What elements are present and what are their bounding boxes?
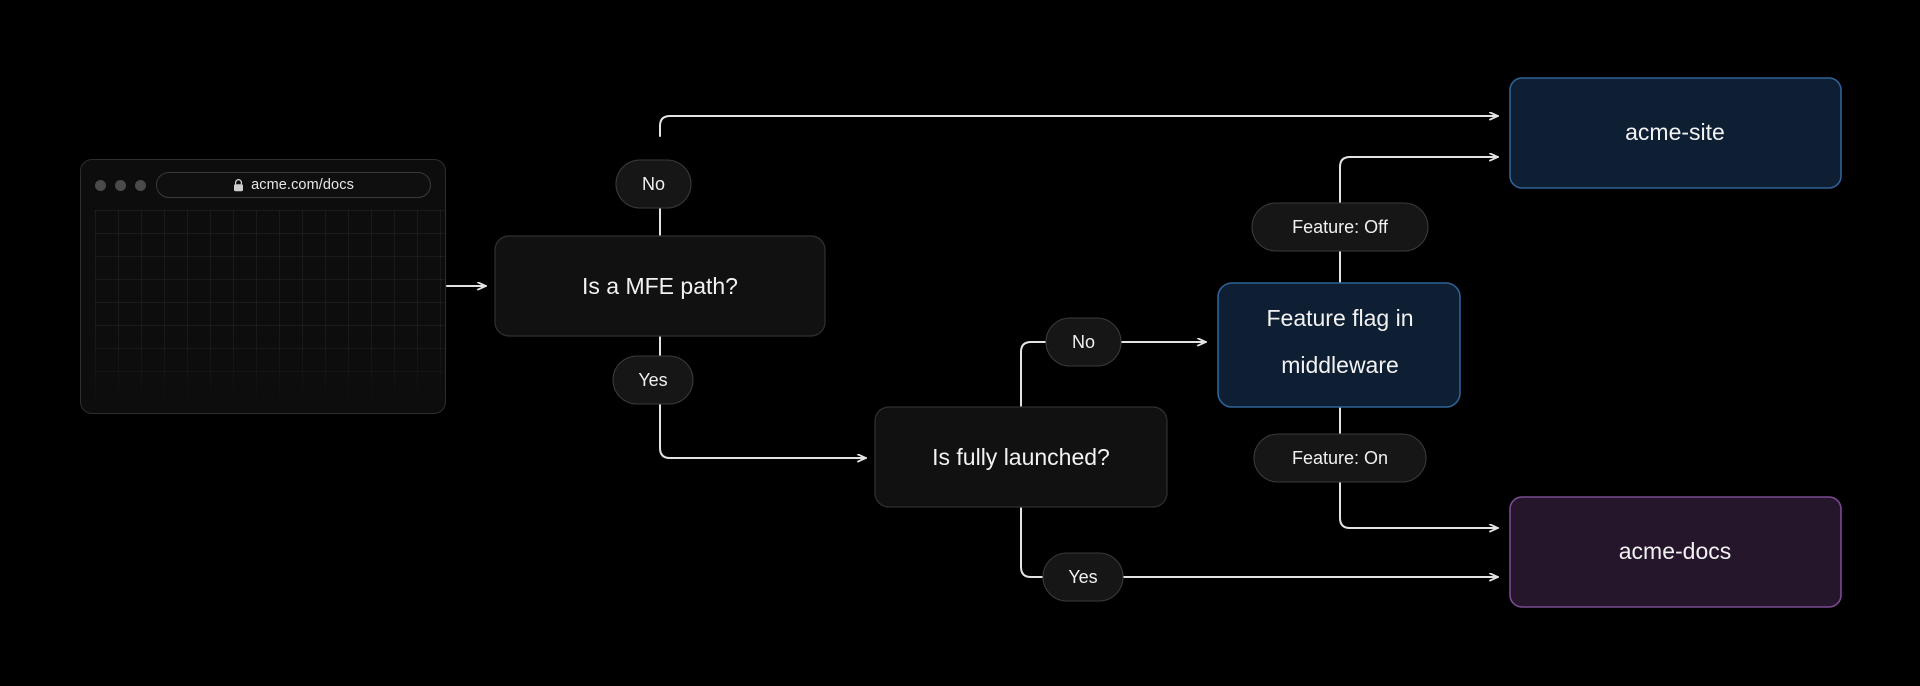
badge-no-fully-launched: No (1045, 317, 1122, 367)
edge-mfe-yes-to-is-fully-launched (659, 403, 867, 458)
address-bar[interactable]: acme.com/docs (156, 172, 431, 198)
address-bar-url: acme.com/docs (251, 177, 354, 193)
traffic-light-group (95, 179, 146, 191)
node-is-a-mfe-path-box (494, 235, 826, 337)
badge-feature-on-pill (1253, 433, 1427, 483)
edge-mfe-no-to-acme-site (659, 116, 1499, 137)
badge-yes-fully-launched-label: Yes (1068, 567, 1097, 587)
badge-no-mfe-path: No (615, 159, 692, 209)
badge-feature-off: Feature: Off (1251, 202, 1429, 252)
badge-yes-fully-launched-pill (1042, 552, 1124, 602)
close-dot-icon[interactable] (95, 179, 106, 191)
node-is-fully-launched-box (874, 406, 1168, 508)
badge-yes-mfe-path: Yes (612, 355, 694, 405)
badge-no-fully-launched-pill (1045, 317, 1122, 367)
edge-feature-on-to-acme-docs (1339, 481, 1499, 528)
node-is-a-mfe-path-label: Is a MFE path? (582, 273, 738, 299)
lock-icon (234, 178, 244, 191)
node-feature-flag-middleware-label-line1: Feature flag in (1266, 305, 1413, 331)
node-acme-docs[interactable]: acme-docs (1509, 496, 1842, 608)
node-is-fully-launched[interactable]: Is fully launched? (874, 406, 1168, 508)
browser-chrome-bar: acme.com/docs (81, 160, 445, 210)
browser-viewport-grid (95, 210, 445, 413)
edge-launch-to-badge-yes (1020, 506, 1044, 578)
node-acme-docs-label: acme-docs (1619, 538, 1731, 564)
badge-no-mfe-path-label: No (642, 174, 665, 194)
badge-no-mfe-path-pill (615, 159, 692, 209)
node-is-a-mfe-path[interactable]: Is a MFE path? (494, 235, 826, 337)
edge-feature-off-to-acme-site (1339, 157, 1499, 204)
node-acme-docs-box (1509, 496, 1842, 608)
badge-feature-on-label: Feature: On (1292, 448, 1388, 468)
minimize-dot-icon[interactable] (115, 179, 126, 191)
badge-yes-fully-launched: Yes (1042, 552, 1124, 602)
badge-yes-mfe-path-pill (612, 355, 694, 405)
node-feature-flag-middleware[interactable]: Feature flag in middleware (1217, 282, 1461, 408)
badge-feature-off-label: Feature: Off (1292, 217, 1389, 237)
badge-yes-mfe-path-label: Yes (638, 370, 667, 390)
browser-mock-window: acme.com/docs (80, 159, 446, 414)
node-is-fully-launched-label: Is fully launched? (932, 444, 1110, 470)
node-acme-site-box (1509, 77, 1842, 189)
badge-no-fully-launched-label: No (1072, 332, 1095, 352)
node-feature-flag-middleware-box (1217, 282, 1461, 408)
badge-feature-on: Feature: On (1253, 433, 1427, 483)
zoom-dot-icon[interactable] (135, 179, 146, 191)
edge-launch-to-badge-no (1020, 341, 1047, 408)
node-acme-site-label: acme-site (1625, 119, 1725, 145)
node-acme-site[interactable]: acme-site (1509, 77, 1842, 189)
badge-feature-off-pill (1251, 202, 1429, 252)
node-feature-flag-middleware-label-line2: middleware (1281, 352, 1399, 378)
